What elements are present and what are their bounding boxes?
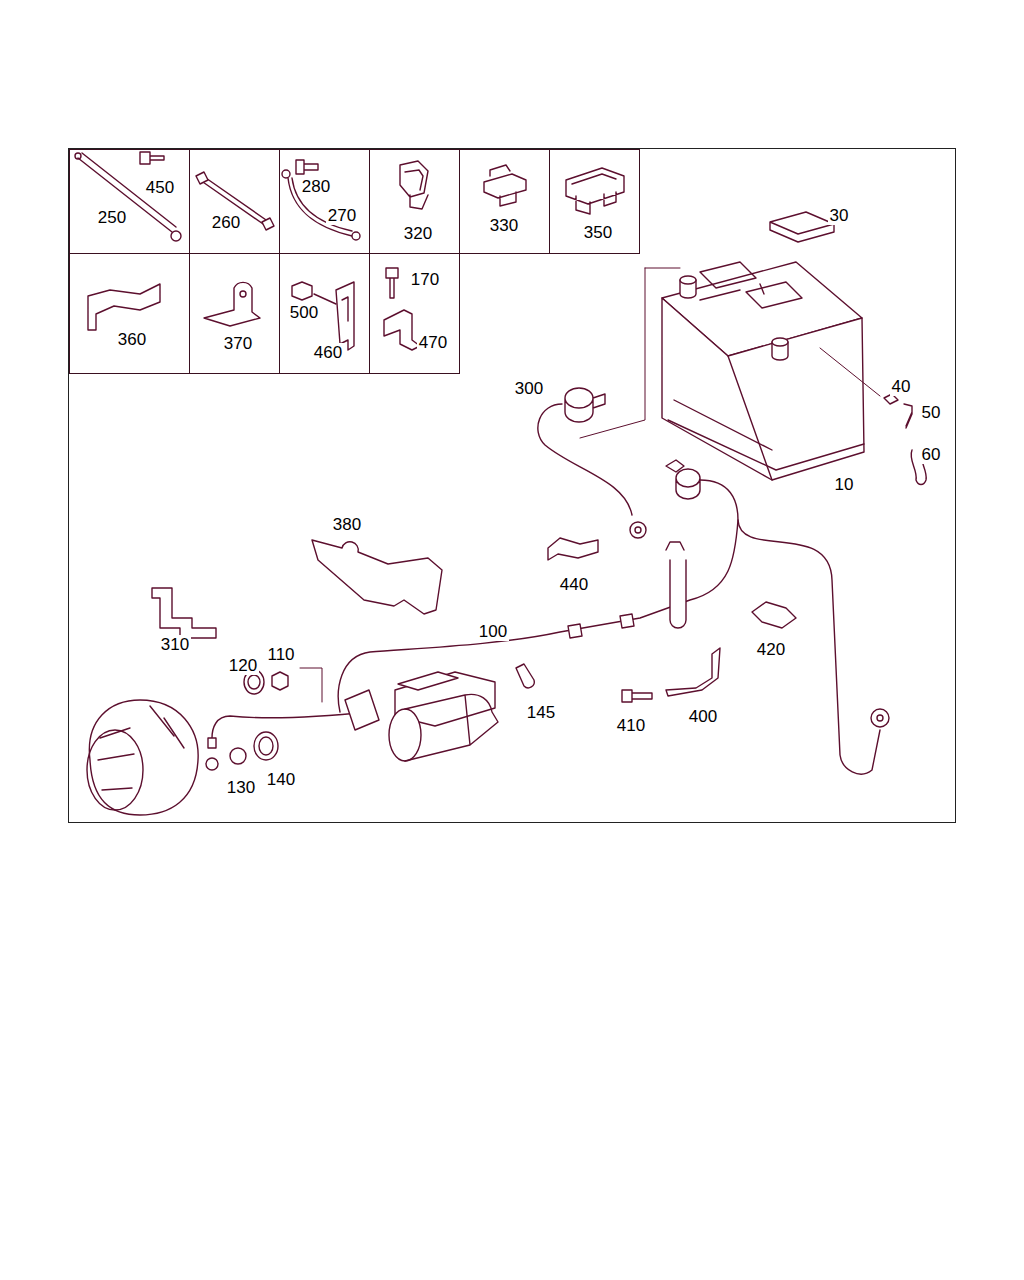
callout-number: 450 [144, 178, 176, 197]
clip [566, 168, 624, 214]
clip [516, 664, 534, 688]
bolt [386, 268, 398, 298]
parts-cell: 330 [459, 149, 550, 254]
callout-number: 310 [159, 635, 191, 654]
nut [272, 672, 288, 690]
bracket [312, 540, 442, 614]
parts-cell: 280 270 [279, 149, 370, 254]
callout-number: 120 [227, 656, 259, 675]
clip [400, 161, 428, 209]
callout-number: 110 [265, 645, 296, 664]
parts-cell: 450 250 [69, 149, 190, 254]
callout-number: 270 [326, 206, 358, 225]
callout-number: 140 [265, 770, 297, 789]
callout-number: 440 [558, 575, 590, 594]
callout-number: 100 [477, 622, 509, 641]
cable [212, 712, 370, 738]
bracket [152, 588, 216, 638]
alternator [89, 700, 198, 815]
bolt [140, 152, 164, 164]
callout-number: 360 [116, 330, 148, 349]
terminal-clamp [565, 388, 605, 422]
callout-number: 370 [222, 334, 254, 353]
callout-number: 30 [828, 206, 851, 225]
callout-number: 50 [920, 403, 943, 422]
callout-number: 40 [890, 377, 913, 396]
cable [700, 480, 880, 774]
bolt [296, 160, 318, 174]
callout-number: 145 [525, 703, 557, 722]
battery [662, 298, 864, 480]
clip [484, 165, 526, 206]
parts-cell: 360 [69, 253, 190, 374]
callout-number: 60 [920, 445, 943, 464]
parts-cell: 320 [369, 149, 460, 254]
callout-number: 260 [210, 213, 242, 232]
parts-cell: 260 [189, 149, 280, 254]
drawing-frame: 450 250 260 280 270 320 330 350 360 370 500 460 170 4… [68, 148, 956, 823]
nut [292, 282, 312, 300]
callout-number: 380 [331, 515, 363, 534]
callout-number: 300 [513, 379, 545, 398]
bolt [622, 690, 652, 702]
callout-number: 410 [615, 716, 647, 735]
clip [548, 538, 598, 560]
bracket [666, 648, 720, 696]
callout-number: 400 [687, 707, 719, 726]
cable [338, 520, 738, 712]
parts-cell: 170 470 [369, 253, 460, 374]
cap [770, 212, 834, 242]
callout-number: 500 [288, 303, 320, 322]
callout-number: 170 [409, 270, 441, 289]
cable [538, 404, 632, 515]
callout-number: 460 [312, 343, 344, 362]
callout-number: 250 [96, 208, 128, 227]
bracket [204, 282, 260, 326]
parts-cell: 370 [189, 253, 280, 374]
callout-number: 330 [488, 216, 520, 235]
callout-number: 320 [402, 224, 434, 243]
bracket [336, 282, 354, 350]
callout-number: 10 [833, 475, 856, 494]
callout-number: 280 [300, 177, 332, 196]
terminal-clamp [666, 460, 700, 499]
parts-cell: 350 [549, 149, 640, 254]
bracket [88, 284, 160, 330]
callout-number: 420 [755, 640, 787, 659]
callout-number: 130 [225, 778, 257, 797]
callout-number: 470 [417, 333, 449, 352]
bracket [384, 310, 420, 350]
rod [78, 153, 176, 232]
callout-number: 350 [582, 223, 614, 242]
clip [752, 602, 796, 628]
parts-cell: 500 460 [279, 253, 370, 374]
